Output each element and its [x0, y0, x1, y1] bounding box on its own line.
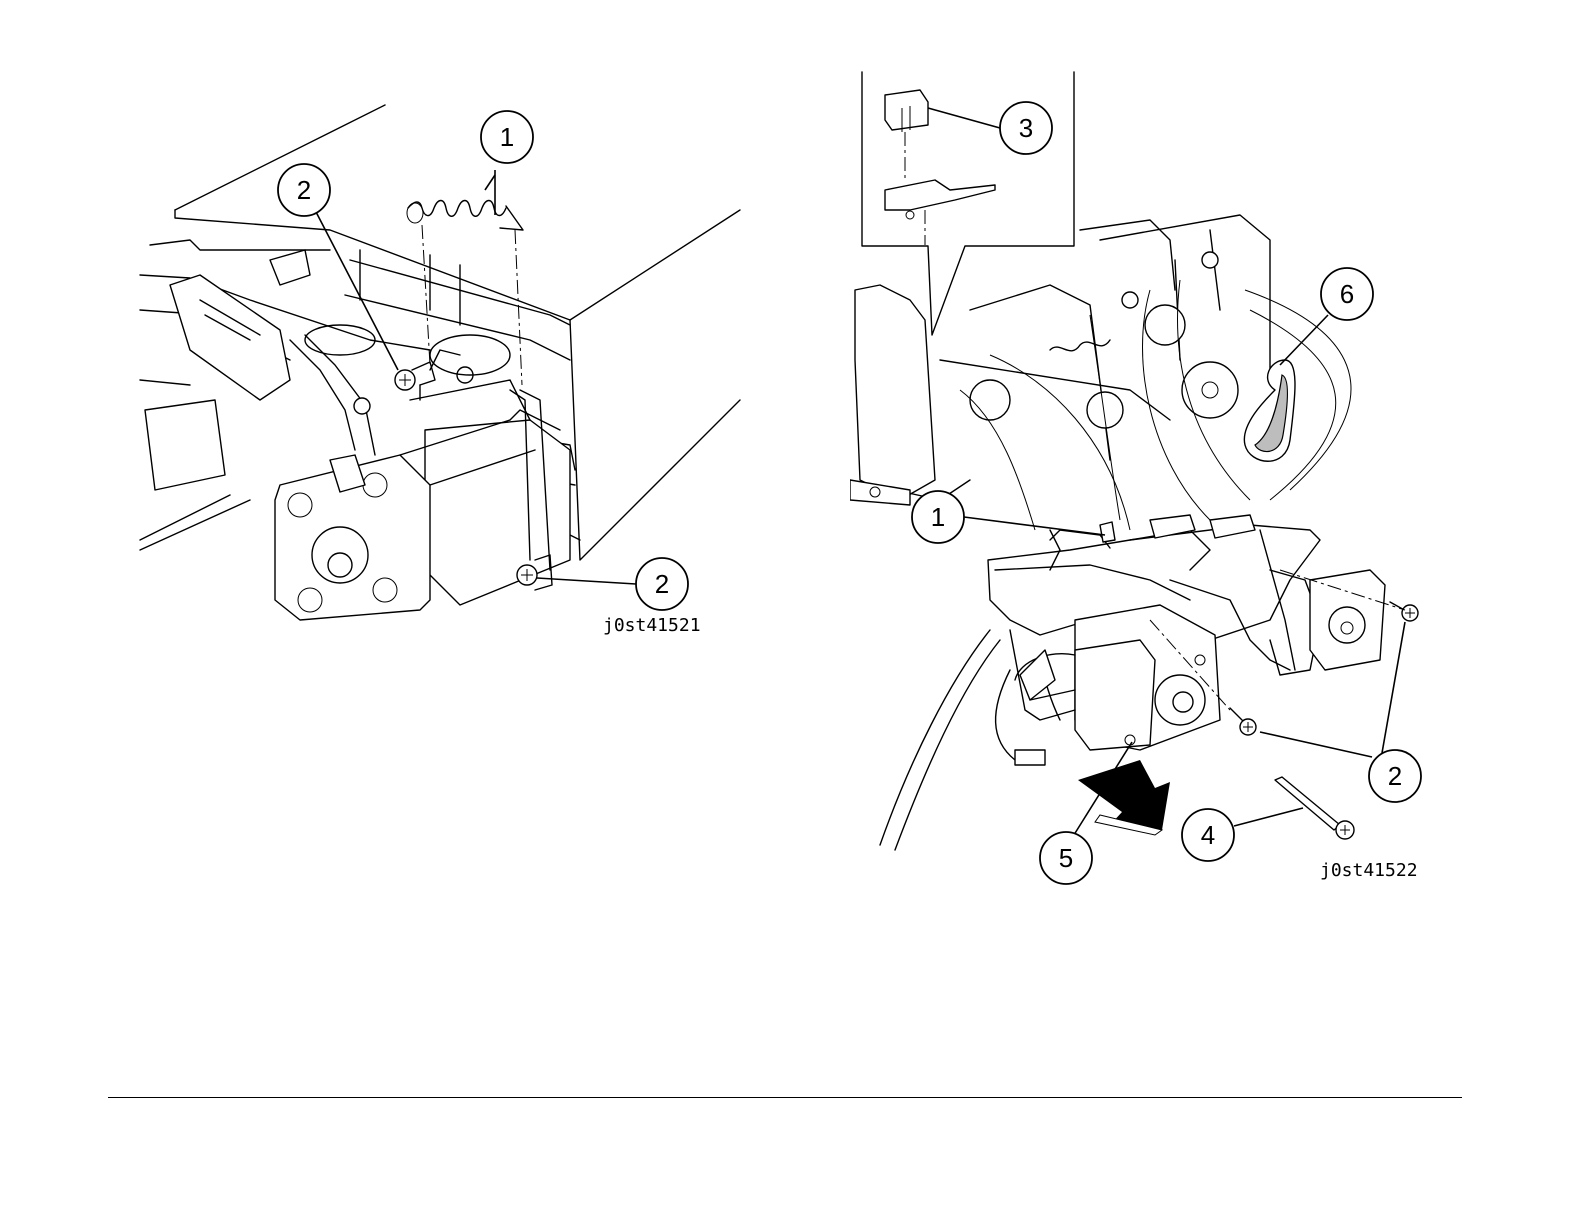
svg-text:5: 5 [1059, 843, 1073, 873]
callout-3: 3 [928, 102, 1052, 154]
screw-center [1230, 708, 1256, 735]
svg-text:1: 1 [931, 502, 945, 532]
svg-text:6: 6 [1340, 279, 1354, 309]
callout-4: 4 [1182, 808, 1303, 861]
figure-code-left: j0st41521 [603, 615, 701, 636]
frame-assembly [850, 215, 1270, 505]
callout-5: 5 [1040, 742, 1132, 884]
footer-rule [108, 1097, 1462, 1098]
svg-text:2: 2 [655, 569, 669, 599]
figure-code-right: j0st41522 [1320, 860, 1418, 881]
callout-6: 6 [1280, 268, 1373, 365]
removal-arrow [1078, 760, 1170, 835]
left-illustration: 1 2 2 [130, 100, 760, 660]
callout-1: 1 [912, 491, 1105, 543]
screw-right [1390, 602, 1418, 621]
callout-1: 1 [481, 111, 533, 215]
figure-motor-spring-removal: 1 2 2 [130, 100, 760, 660]
svg-text:2: 2 [1388, 761, 1402, 791]
shoulder-pin [1275, 777, 1354, 839]
svg-text:1: 1 [500, 122, 514, 152]
bracket-assembly [145, 250, 375, 490]
right-illustration: 3 6 1 2 4 5 [850, 60, 1450, 900]
figure-motor-assembly-removal: 3 6 1 2 4 5 [850, 60, 1450, 900]
timing-belt [1244, 360, 1295, 461]
screw-top [395, 362, 435, 390]
spring [407, 201, 523, 386]
svg-text:4: 4 [1201, 820, 1215, 850]
svg-text:2: 2 [297, 175, 311, 205]
callout-2-bottom: 2 [537, 558, 688, 610]
svg-text:3: 3 [1019, 113, 1033, 143]
